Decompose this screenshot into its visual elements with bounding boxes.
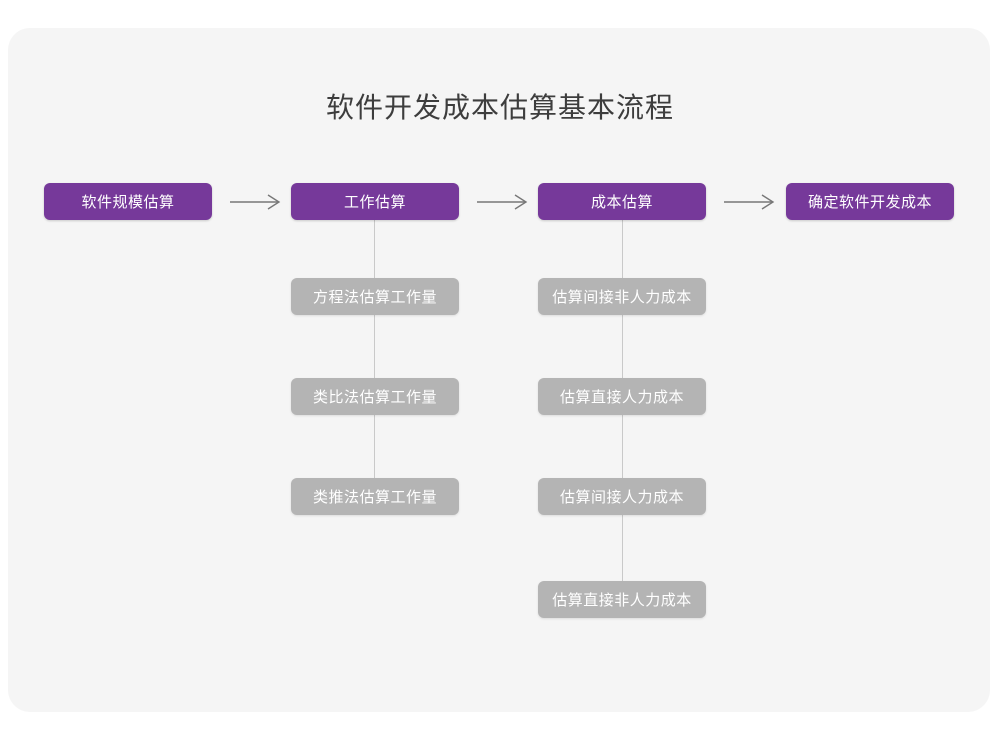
step-box-2[interactable]: 工作估算 <box>291 183 459 220</box>
branch-2-item-1[interactable]: 估算间接非人力成本 <box>538 278 706 315</box>
branch-2-item-3[interactable]: 估算间接人力成本 <box>538 478 706 515</box>
connector-work-branch <box>374 212 375 512</box>
step-box-3[interactable]: 成本估算 <box>538 183 706 220</box>
arrow-3-icon <box>722 192 778 212</box>
branch-2-item-4-label: 估算直接非人力成本 <box>552 592 692 609</box>
branch-2-item-4[interactable]: 估算直接非人力成本 <box>538 581 706 618</box>
step-box-4-label: 确定软件开发成本 <box>807 194 932 211</box>
arrow-2-icon <box>475 192 531 212</box>
branch-1-item-1-label: 方程法估算工作量 <box>312 289 437 306</box>
diagram-card <box>8 28 990 712</box>
branch-1-item-3-label: 类推法估算工作量 <box>312 489 437 506</box>
branch-1-item-3[interactable]: 类推法估算工作量 <box>291 478 459 515</box>
branch-2-item-3-label: 估算间接人力成本 <box>559 489 684 506</box>
branch-1-item-2-label: 类比法估算工作量 <box>312 389 437 406</box>
branch-2-item-2-label: 估算直接人力成本 <box>559 389 684 406</box>
step-box-1[interactable]: 软件规模估算 <box>44 183 212 220</box>
page-title: 软件开发成本估算基本流程 <box>325 92 674 123</box>
step-box-1-label: 软件规模估算 <box>81 194 175 211</box>
branch-1-item-2[interactable]: 类比法估算工作量 <box>291 378 459 415</box>
step-box-4[interactable]: 确定软件开发成本 <box>786 183 954 220</box>
step-box-2-label: 工作估算 <box>343 194 406 211</box>
branch-2-item-1-label: 估算间接非人力成本 <box>552 289 692 306</box>
branch-2-item-2[interactable]: 估算直接人力成本 <box>538 378 706 415</box>
arrow-1-icon <box>228 192 284 212</box>
branch-1-item-1[interactable]: 方程法估算工作量 <box>291 278 459 315</box>
step-box-3-label: 成本估算 <box>590 194 653 211</box>
